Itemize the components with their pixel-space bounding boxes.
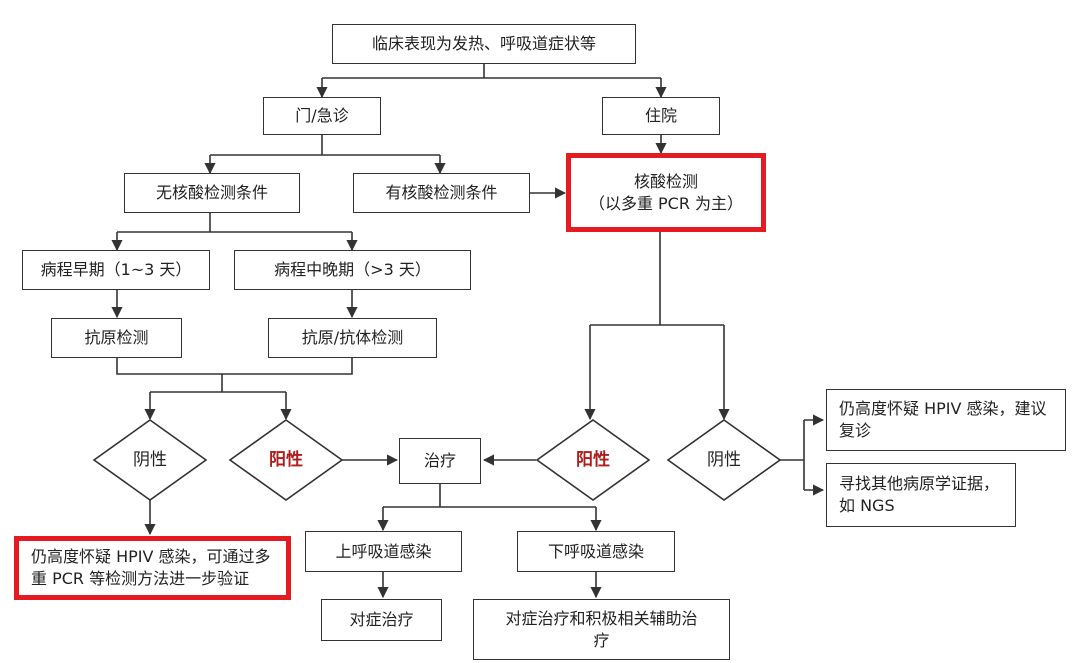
node-symptoms: 临床表现为发热、呼吸道症状等 (332, 24, 636, 64)
decision-positive-right (535, 419, 651, 501)
node-other-pathogen: 寻找其他病原学证据，如 NGS (826, 463, 1016, 527)
label-negative-right: 阴性 (707, 450, 741, 470)
node-lower-respiratory: 下呼吸道感染 (517, 531, 675, 572)
node-symptomatic-active-treatment: 对症治疗和积极相关辅助治疗 (473, 599, 730, 660)
label-negative-left: 阴性 (133, 450, 167, 470)
decision-positive-left (228, 419, 344, 501)
node-symptomatic-treatment: 对症治疗 (321, 599, 442, 641)
node-no-nat-condition: 无核酸检测条件 (124, 173, 300, 213)
node-outpatient: 门/急诊 (263, 97, 381, 135)
node-antigen-antibody-test: 抗原/抗体检测 (268, 318, 437, 358)
label-positive-left: 阳性 (269, 450, 303, 470)
label-positive-right: 阳性 (576, 450, 610, 470)
node-nucleic-acid-test: 核酸检测 （以多重 PCR 为主） (566, 153, 766, 232)
node-suspect-pcr: 仍高度怀疑 HPIV 感染，可通过多重 PCR 等检测方法进一步验证 (14, 536, 291, 600)
node-suspect-recheck: 仍高度怀疑 HPIV 感染，建议复诊 (826, 389, 1066, 451)
nat-title: 核酸检测 (633, 171, 698, 191)
node-upper-respiratory: 上呼吸道感染 (305, 531, 462, 572)
decision-negative-left (92, 419, 208, 501)
node-late-stage: 病程中晚期（>3 天） (234, 250, 471, 290)
node-inpatient: 住院 (602, 97, 720, 135)
node-early-stage: 病程早期（1~3 天） (22, 250, 210, 290)
node-treatment: 治疗 (399, 438, 481, 484)
node-antigen-test: 抗原检测 (51, 318, 182, 358)
nat-subtitle: （以多重 PCR 为主） (588, 193, 744, 213)
node-has-nat-condition: 有核酸检测条件 (353, 173, 530, 213)
decision-negative-right (666, 419, 782, 501)
